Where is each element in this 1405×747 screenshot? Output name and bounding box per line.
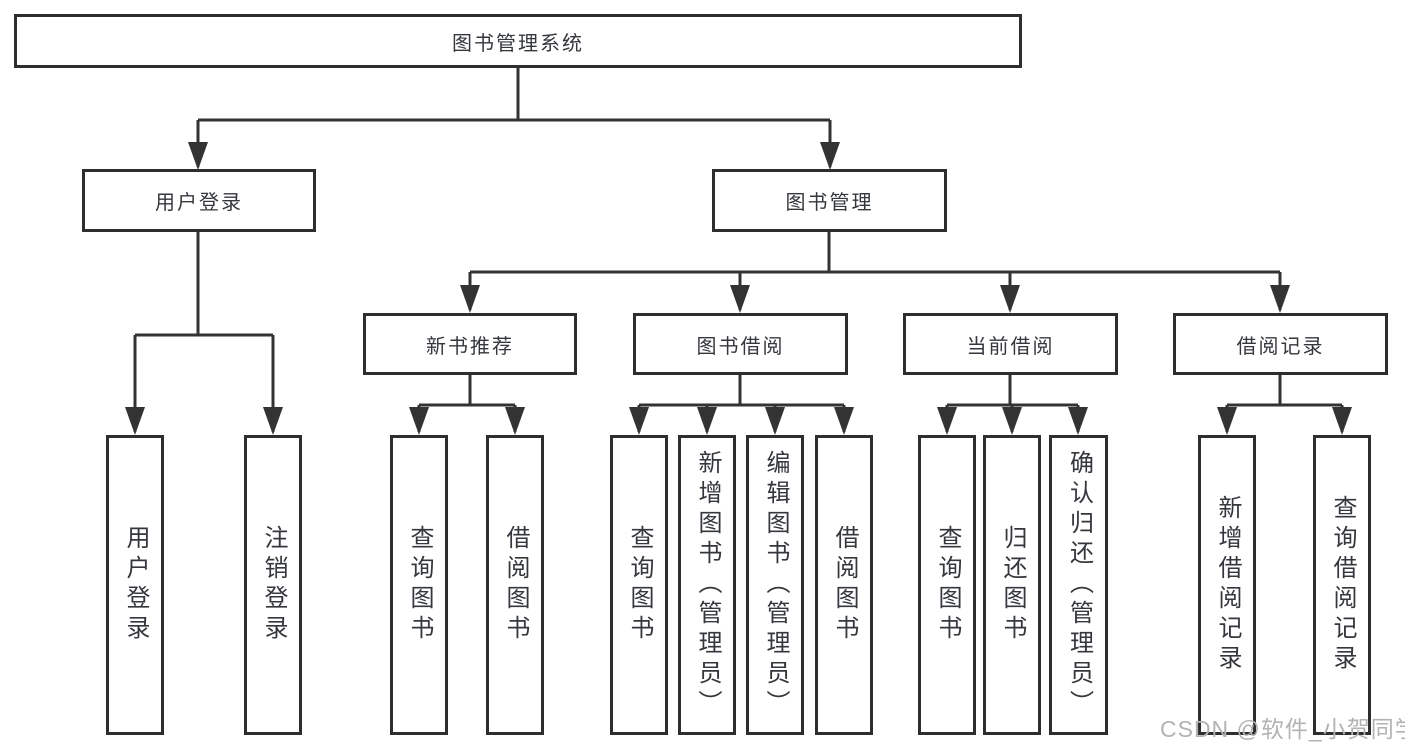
connector-edges [133,68,1344,432]
node-label: 注销登录 [260,525,287,645]
arrowhead-icon [188,142,208,170]
node-label: 新书推荐 [426,335,514,358]
arrowhead-icon [1217,407,1237,435]
arrowhead-icon [937,407,957,435]
node-label: 当前借阅 [966,335,1055,358]
node-leaf-logout: 注销登录 [244,435,302,735]
arrowhead-icon [460,285,480,313]
arrowhead-icon [834,407,854,435]
node-label: 编辑图书（管理员） [762,450,789,720]
node-library-management-system: 图书管理系统 [14,14,1022,68]
node-label: 查询图书 [934,525,961,645]
arrowhead-icon [765,407,785,435]
node-leaf-confirm-return-admin: 确认归还（管理员） [1049,435,1108,735]
arrowhead-icon [1002,407,1022,435]
arrowhead-icon [505,407,525,435]
node-label: 查询图书 [626,525,653,645]
node-leaf-return-books: 归还图书 [983,435,1041,735]
node-label: 借阅图书 [831,525,858,645]
node-borrowing-records: 借阅记录 [1173,313,1388,375]
node-label: 查询图书 [406,525,433,645]
arrowheads [125,142,1352,435]
node-leaf-query-books: 查询图书 [610,435,668,735]
node-leaf-edit-books-admin: 编辑图书（管理员） [746,435,804,735]
node-current-borrowing: 当前借阅 [903,313,1118,375]
node-user-login: 用户登录 [82,169,316,232]
node-leaf-add-borrow-record: 新增借阅记录 [1198,435,1256,735]
node-book-management: 图书管理 [712,169,947,232]
node-new-book-recommendation: 新书推荐 [363,313,577,375]
node-label: 确认归还（管理员） [1065,450,1093,720]
node-leaf-add-books-admin: 新增图书（管理员） [678,435,736,735]
arrowhead-icon [1068,407,1088,435]
node-leaf-borrow-books: 借阅图书 [486,435,544,735]
arrowhead-icon [820,142,840,170]
node-label: 借阅记录 [1236,335,1325,358]
node-label: 新增图书（管理员） [694,450,721,720]
node-label: 图书借阅 [696,335,785,358]
arrowhead-icon [125,407,145,435]
node-label: 图书管理系统 [452,32,584,55]
arrowhead-icon [1000,285,1020,313]
node-label: 归还图书 [999,525,1026,645]
node-label: 图书管理 [785,192,874,214]
arrowhead-icon [1270,285,1290,313]
arrowhead-icon [629,407,649,435]
arrowhead-icon [263,407,283,435]
node-label: 新增借阅记录 [1214,495,1241,675]
arrowhead-icon [409,407,429,435]
node-leaf-query-books: 查询图书 [918,435,976,735]
node-leaf-query-borrow-record: 查询借阅记录 [1313,435,1371,735]
node-leaf-borrow-books: 借阅图书 [815,435,873,735]
arrowhead-icon [697,407,717,435]
node-label: 用户登录 [155,192,243,214]
arrowhead-icon [1332,407,1352,435]
node-leaf-user-login: 用户登录 [106,435,164,735]
node-label: 用户登录 [122,525,149,645]
arrowhead-icon [730,285,750,313]
node-book-borrowing: 图书借阅 [633,313,848,375]
csdn-watermark: CSDN @软件_小贺同学 [1160,716,1405,742]
node-label: 查询借阅记录 [1329,495,1356,675]
node-leaf-query-books: 查询图书 [390,435,448,735]
node-label: 借阅图书 [502,525,529,645]
